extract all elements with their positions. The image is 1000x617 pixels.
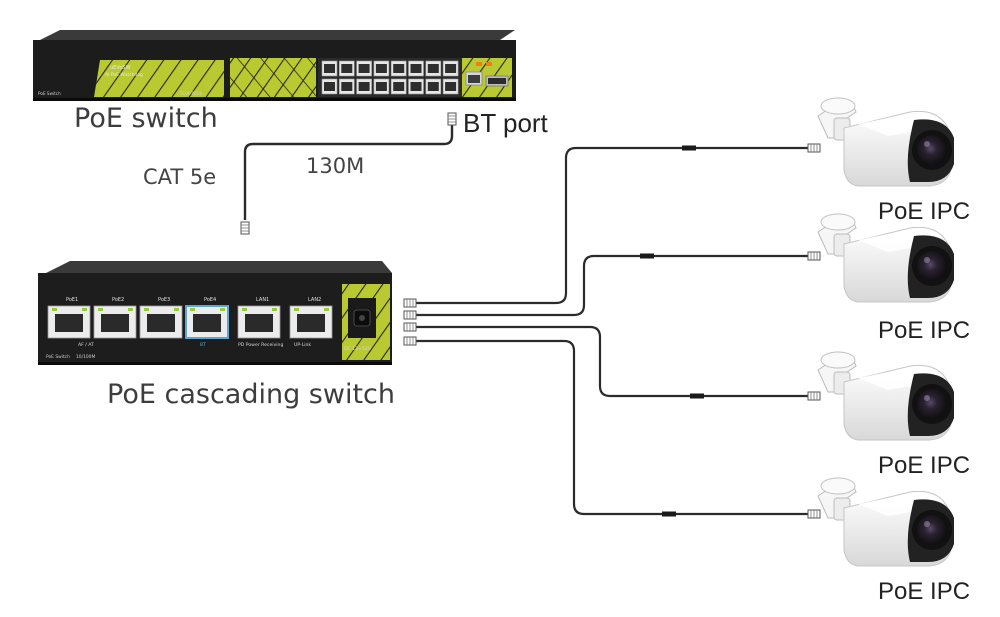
group-label-uplink: UP-Link xyxy=(294,342,311,348)
group-label-afat: AF / AT xyxy=(78,342,94,348)
switch-port-socket xyxy=(375,82,387,91)
port-led xyxy=(82,308,87,311)
cascade-plugs xyxy=(403,298,417,346)
switch-port-socket xyxy=(358,64,370,73)
switch-port-socket xyxy=(427,82,439,91)
camera-label-4: PoE IPC xyxy=(878,578,971,605)
switch-port-socket xyxy=(410,64,422,73)
cascade-port-socket xyxy=(245,314,273,332)
cascade-port-socket xyxy=(193,314,221,332)
group-label-pd: PD Power Receiving xyxy=(238,342,283,348)
switch-port-socket xyxy=(324,64,335,73)
switch-port-socket xyxy=(427,64,439,73)
cascade-port-row: PoE1 PoE2 PoE3 PoE4 LAN1 LAN2 xyxy=(47,297,333,339)
port-led xyxy=(174,308,179,311)
port-led xyxy=(294,308,299,311)
uplink-cable xyxy=(243,116,454,220)
cascade-port-label: PoE2 xyxy=(112,297,124,303)
rj45-plug-bt xyxy=(447,112,457,126)
camera-1 xyxy=(817,97,955,187)
switch-port-socket xyxy=(410,82,422,91)
power-label: DC 12~52V xyxy=(344,346,372,352)
port-led xyxy=(98,308,103,311)
cascade-port-socket xyxy=(55,314,83,332)
cascading-switch-label: PoE cascading switch xyxy=(107,379,395,410)
switch-port-socket xyxy=(375,64,387,73)
switch-port-grid xyxy=(321,60,459,95)
camera-2 xyxy=(817,213,955,303)
cascade-port-label: LAN1 xyxy=(256,297,269,303)
bt-port-label: BT port xyxy=(463,108,548,138)
cascade-port-socket xyxy=(297,314,325,332)
camera-label-2: PoE IPC xyxy=(878,317,971,344)
port-led xyxy=(242,308,247,311)
switch-port-socket xyxy=(393,82,405,91)
switch-port-socket xyxy=(358,82,370,91)
switch-port-socket xyxy=(445,82,457,91)
rj45-plug-cascade xyxy=(240,221,250,235)
cascade-port-socket xyxy=(147,314,175,332)
port-led xyxy=(190,308,195,311)
port-led xyxy=(52,308,57,311)
cascade-speed: 10/100M xyxy=(76,354,95,360)
poe-cascading-switch: DC 12~52V PoE1 PoE2 PoE3 PoE4 LAN1 LAN2 AF / … xyxy=(38,261,392,365)
switch-port-socket xyxy=(341,64,353,73)
cable-type-label: CAT 5e xyxy=(143,165,217,189)
camera-4 xyxy=(817,477,955,567)
switch-model: SL0K-P016 xyxy=(180,91,202,96)
port-led xyxy=(272,308,277,311)
port-led xyxy=(220,308,225,311)
port-led xyxy=(324,308,329,311)
cascade-port-label: PoE3 xyxy=(158,297,170,303)
group-label-bt: BT xyxy=(200,342,206,348)
port-led xyxy=(144,308,149,311)
port-led xyxy=(128,308,133,311)
switch-brand: uEVoSW xyxy=(110,65,131,71)
switch-port-socket xyxy=(341,82,353,91)
cascade-port-socket xyxy=(101,314,129,332)
camera-cables xyxy=(416,146,808,516)
cascade-port-label: LAN2 xyxy=(308,297,321,303)
camera-3 xyxy=(817,351,955,441)
switch-port-socket xyxy=(393,64,405,73)
switch-port-socket xyxy=(445,64,457,73)
switch-port-socket xyxy=(324,82,335,91)
camera-plugs xyxy=(807,143,821,519)
poe-switch-label: PoE switch xyxy=(74,103,218,134)
switch-footer: PoE Switch xyxy=(38,91,61,96)
distance-label: 130M xyxy=(306,154,365,178)
camera-label-3: PoE IPC xyxy=(878,452,971,479)
cascade-footer: PoE Switch xyxy=(46,354,70,360)
cascade-port-label: PoE1 xyxy=(66,297,78,303)
switch-feature: AI PoE Watchdog xyxy=(105,72,143,78)
poe-switch: uEVoSW AI PoE Watchdog PoE Switch SL0K-P… xyxy=(33,30,516,101)
cascade-port-label: PoE4 xyxy=(204,297,216,303)
camera-label-1: PoE IPC xyxy=(878,198,971,225)
